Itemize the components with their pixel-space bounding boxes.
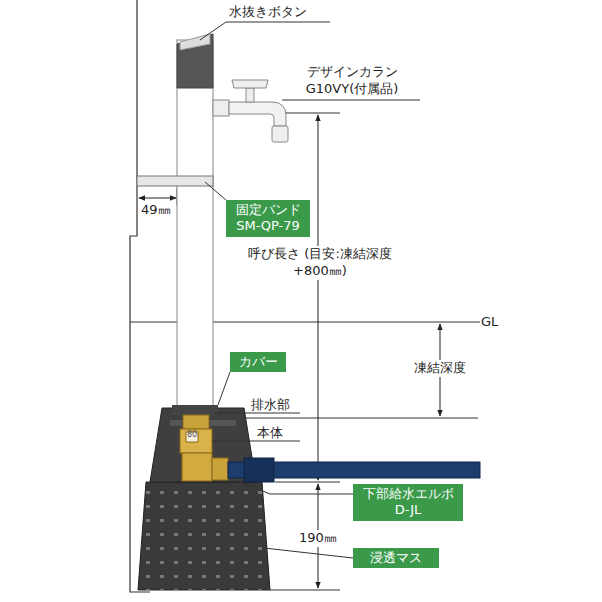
label: 水抜きボタン: [229, 4, 307, 21]
label: GL: [481, 314, 498, 331]
label: 190㎜: [297, 530, 339, 547]
callout-text: 固定バンド SM-QP-79: [231, 202, 305, 235]
part-mark: 80: [187, 430, 197, 440]
callout-box: カバー: [230, 352, 286, 372]
label: デザインカラン G10VY(付属品): [292, 64, 412, 98]
callout-box: 下部給水エルボ D-JL: [353, 484, 463, 521]
callout-text: 浸透マス: [358, 550, 434, 566]
label: 排水部: [251, 397, 290, 414]
label: 49㎜: [141, 202, 171, 219]
callout-text: カバー: [235, 354, 281, 370]
callout-box: 固定バンド SM-QP-79: [226, 200, 310, 237]
label: 凍結深度: [412, 360, 468, 377]
label: 呼び長さ (目安:凍結深度+800㎜): [233, 246, 407, 280]
callout-box: 浸透マス: [353, 548, 439, 568]
callout-text: 下部給水エルボ D-JL: [358, 486, 458, 519]
label: 本体: [257, 425, 283, 442]
